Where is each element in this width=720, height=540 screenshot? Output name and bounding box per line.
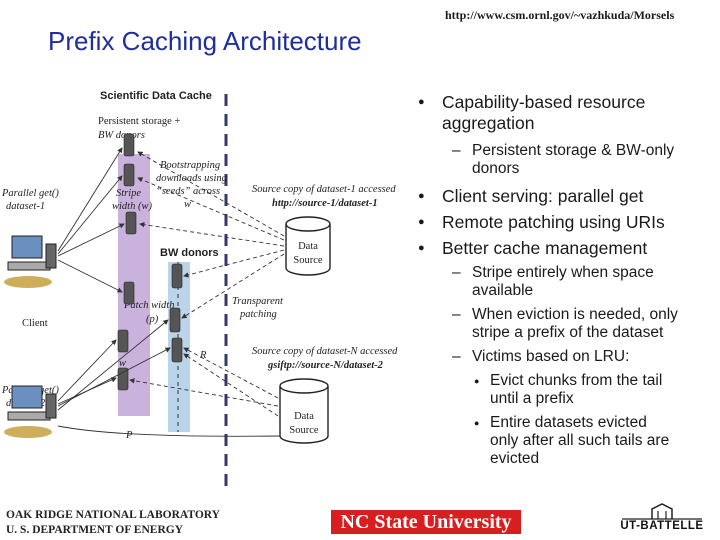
r-label: R [199,350,207,361]
patch-width-p: (p) [146,314,159,325]
prefix-bracket [57,425,281,437]
patch-width-label: Patch width [123,300,174,311]
bullet-dot-icon: ● [418,190,425,202]
bw-donors-label: BW donors [98,130,145,141]
diagram-title: Scientific Data Cache [100,90,212,102]
bootstrapping-label-2: downloads using [156,173,227,184]
bullet-dot-icon: ● [418,242,425,254]
source-1-uri: http://source-1/dataset-1 [272,198,378,209]
slide-title: Prefix Caching Architecture [48,26,362,56]
parallel-get-1-label: Parallel get() [1,188,59,199]
ut-battelle-mark-icon [622,503,702,520]
source-1-label: Source copy of dataset-1 accessed [252,184,396,195]
ornl-footer: OAK RIDGE NATIONAL LABORATORY U. S. DEPA… [6,509,220,536]
client-label: Client [22,318,48,329]
ncstate-logo: NC State University [331,510,521,534]
svg-text:Data: Data [294,411,314,422]
storage-servers [117,133,183,391]
url-text: http://www.csm.ornl.gov/~vazhkuda/Morsel… [445,8,675,22]
source-n-label: Source copy of dataset-N accessed [252,346,398,357]
stripe-label: Stripe [116,188,141,199]
data-source-1: Data Source [285,216,331,276]
source-n-uri: gsiftp://source-N/dataset-2 [267,360,384,371]
bootstrapping-label: Bootstrapping [160,160,220,171]
bullet-dot-icon: ● [418,216,425,228]
bullet-dot-icon: ● [418,96,425,108]
svg-text:Source: Source [293,255,322,266]
svg-text:Source: Source [289,425,318,436]
bullet-dot-icon: ● [474,418,480,428]
parallel-get-1-dataset: dataset-1 [6,201,45,212]
bootstrapping-label-4: w [184,199,191,210]
parallel-get-arrows [57,147,171,411]
patching-label: patching [239,309,277,320]
data-source-n: Data Source [279,378,329,444]
client-workstation-1 [4,235,57,288]
client-workstation-2 [4,385,57,438]
bootstrapping-label-3: “seeds” across [156,186,220,197]
architecture-diagram: Scientific Data Cache Persistent storage… [1,90,398,486]
p-label: P [125,430,133,441]
bullet-dot-icon: ● [474,376,480,386]
transparent-label: Transparent [232,296,284,307]
stripe-width-label: width (w) [112,201,152,212]
svg-text:Data: Data [298,241,318,252]
bw-donors-mid-label: BW donors [160,247,219,259]
ut-battelle-logo: UT-BATTELLE [612,503,712,535]
persistent-storage-label: Persistent storage + [98,116,180,127]
w-label: w [119,358,126,369]
patching-arrows [129,151,285,417]
